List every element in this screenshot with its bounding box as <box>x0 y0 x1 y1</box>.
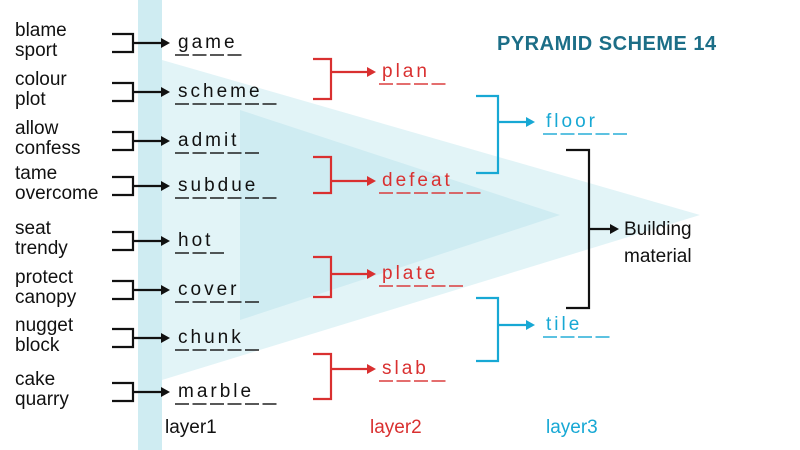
layer1-answer: marble <box>178 381 255 402</box>
final-brace <box>566 148 591 310</box>
layer1-answer: subdue <box>178 175 259 196</box>
layer2-brace <box>313 57 333 101</box>
final-answer: Building material <box>624 216 692 270</box>
layer1-brace <box>112 381 135 403</box>
clue-word-5: allow <box>15 118 59 139</box>
clue-word-1: blame <box>15 20 67 41</box>
layer2-answer: defeat <box>382 170 453 191</box>
layer1-arrow-head <box>161 38 170 48</box>
layer3-answer: tile <box>546 314 583 335</box>
clue-word-4: plot <box>15 89 46 110</box>
final-arrow-head <box>610 224 619 234</box>
layer1-answer: cover <box>178 279 240 300</box>
layer1-brace <box>112 130 135 152</box>
clue-word-3: colour <box>15 69 67 90</box>
page-title: PYRAMID SCHEME 14 <box>497 33 717 55</box>
layer2-answer: slab <box>382 358 429 379</box>
layer1-arrow-head <box>161 136 170 146</box>
final-answer-line1: Building <box>624 219 692 240</box>
clue-word-6: confess <box>15 138 81 159</box>
layer1-answer: hot <box>178 230 214 251</box>
layer2-arrow-head <box>367 67 376 77</box>
layer1-brace <box>112 81 135 103</box>
layer2-answer: plate <box>382 263 439 284</box>
watermark-triangle-inner <box>240 110 560 320</box>
layer1-arrow-head <box>161 87 170 97</box>
layer1-label: layer1 <box>165 417 217 438</box>
layer3-answer: floor <box>546 111 598 132</box>
layer2-brace <box>313 155 333 195</box>
layer3-arrow-head <box>526 117 535 127</box>
layer2-brace <box>313 255 333 299</box>
layer2-label: layer2 <box>370 417 422 438</box>
final-answer-line2: material <box>624 246 692 267</box>
layer1-answer: scheme <box>178 81 263 102</box>
clue-word-11: protect <box>15 267 74 288</box>
clue-word-8: overcome <box>15 183 99 204</box>
layer1-arrow-head <box>161 181 170 191</box>
clue-word-15: cake <box>15 369 56 390</box>
layer1-arrow-head <box>161 236 170 246</box>
clue-word-7: tame <box>15 163 58 184</box>
clue-word-10: trendy <box>15 238 68 259</box>
clue-word-12: canopy <box>15 287 77 308</box>
clue-word-14: block <box>15 335 60 356</box>
layer1-brace <box>112 175 135 197</box>
layer1-brace <box>112 327 135 349</box>
layer1-arrow-head <box>161 387 170 397</box>
layer2-arrow-head <box>367 176 376 186</box>
layer1-arrow-head <box>161 333 170 343</box>
layer3-arrow-head <box>526 320 535 330</box>
clue-word-2: sport <box>15 40 58 61</box>
layer3-brace <box>476 296 500 363</box>
layer2-answer: plan <box>382 61 430 82</box>
layer1-brace <box>112 32 135 54</box>
layer3-label: layer3 <box>546 417 598 438</box>
layer3-brace <box>476 94 500 175</box>
layer1-brace <box>112 279 135 301</box>
layer1-brace <box>112 230 135 252</box>
layer1-answer: admit <box>178 130 240 151</box>
layer1-arrow-head <box>161 285 170 295</box>
clue-word-9: seat <box>15 218 51 239</box>
layer2-brace <box>313 352 333 401</box>
clue-word-13: nugget <box>15 315 74 336</box>
layer1-answer: game <box>178 32 238 53</box>
watermark-band <box>138 0 162 450</box>
layer1-answer: chunk <box>178 327 244 348</box>
layer2-arrow-head <box>367 364 376 374</box>
layer2-arrow-head <box>367 269 376 279</box>
clue-word-16: quarry <box>15 389 69 410</box>
